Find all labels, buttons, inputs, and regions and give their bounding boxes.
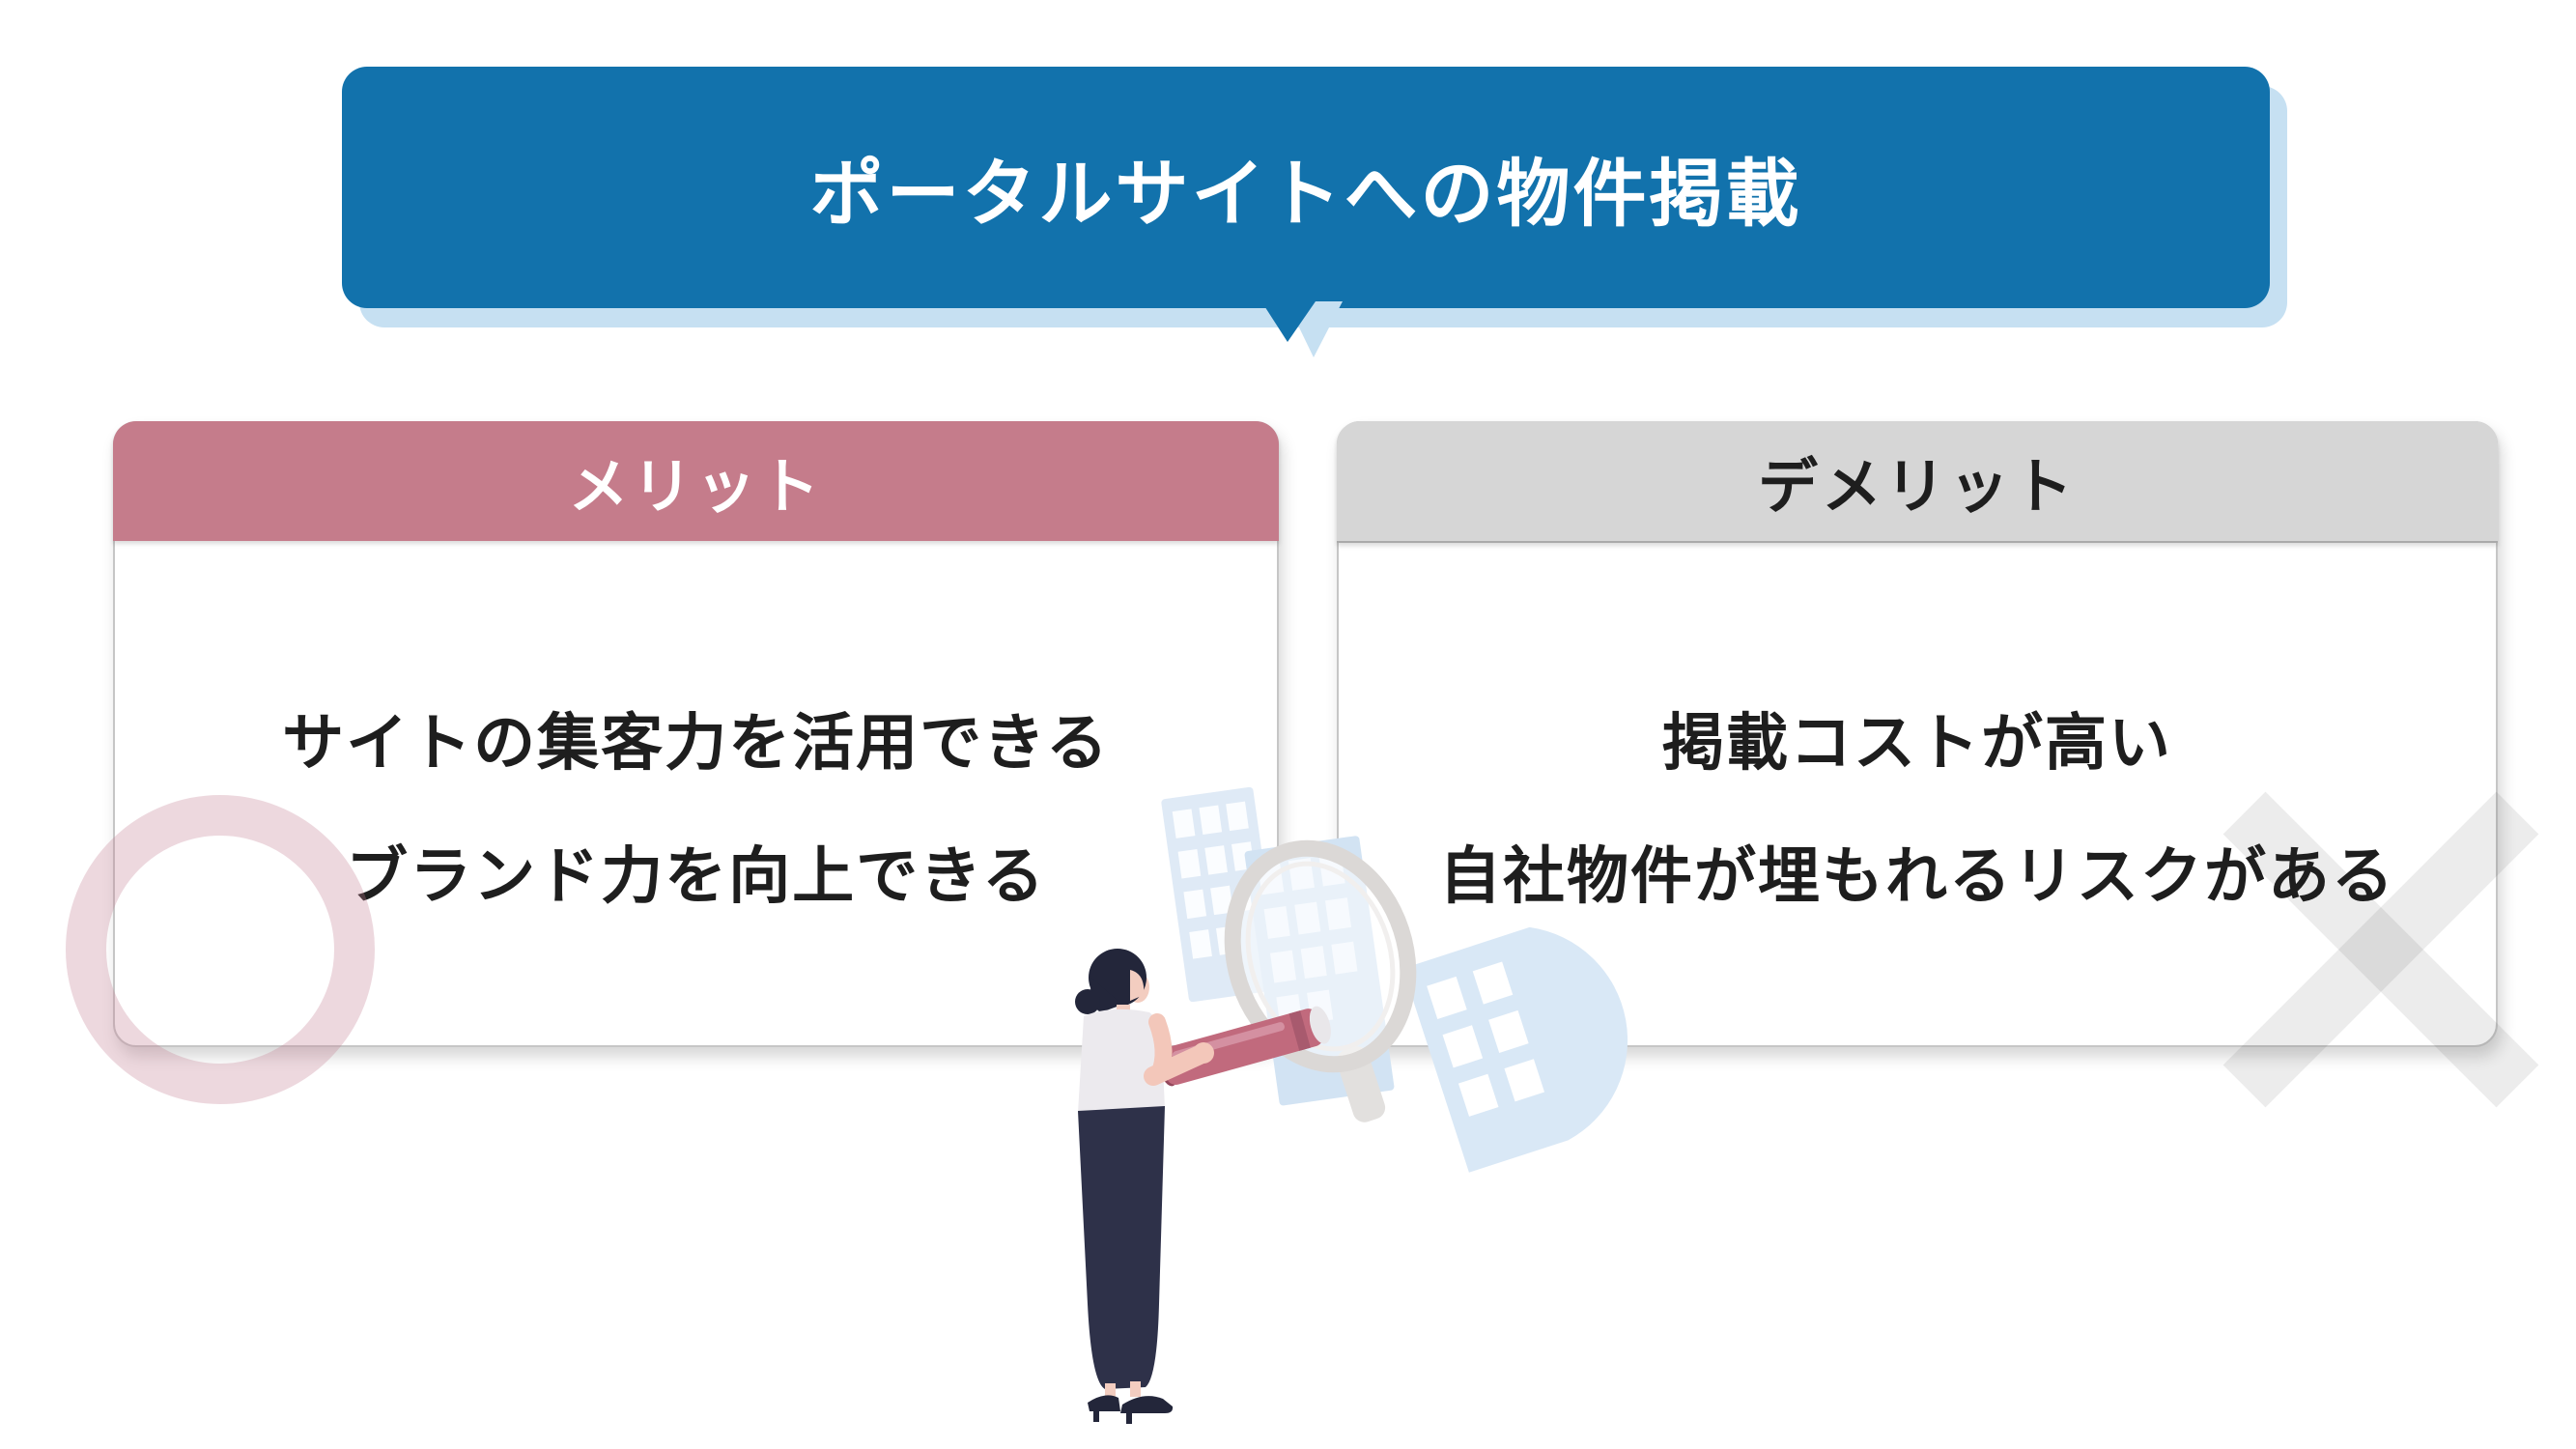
- merit-card-body: サイトの集客力を活用できる ブランド力を向上できる: [115, 543, 1277, 1045]
- merit-header-label: メリット: [568, 454, 824, 521]
- illustration: [1075, 786, 1628, 1424]
- cross-mark-decoration: [2204, 773, 2558, 1126]
- demerit-line: 掲載コストが高い: [1662, 708, 2172, 778]
- banner-pointer-icon: [1261, 301, 1343, 357]
- person-illustration: [1075, 949, 1331, 1424]
- merit-card-header: メリット: [113, 421, 1279, 541]
- magnifier-icon: [1224, 839, 1417, 1122]
- demerit-header-label: デメリット: [1757, 454, 2077, 521]
- merit-line: サイトの集客力を活用できる: [282, 708, 1110, 778]
- merit-line: ブランド力を向上できる: [346, 841, 1046, 911]
- circle-mark-decoration: [66, 795, 375, 1104]
- title-banner: ポータルサイトへの物件掲載: [342, 67, 2270, 308]
- merit-card: メリット サイトの集客力を活用できる ブランド力を向上できる: [113, 421, 1279, 1047]
- banner-title: ポータルサイトへの物件掲載: [809, 154, 1802, 236]
- demerit-card-header: デメリット: [1337, 421, 2498, 543]
